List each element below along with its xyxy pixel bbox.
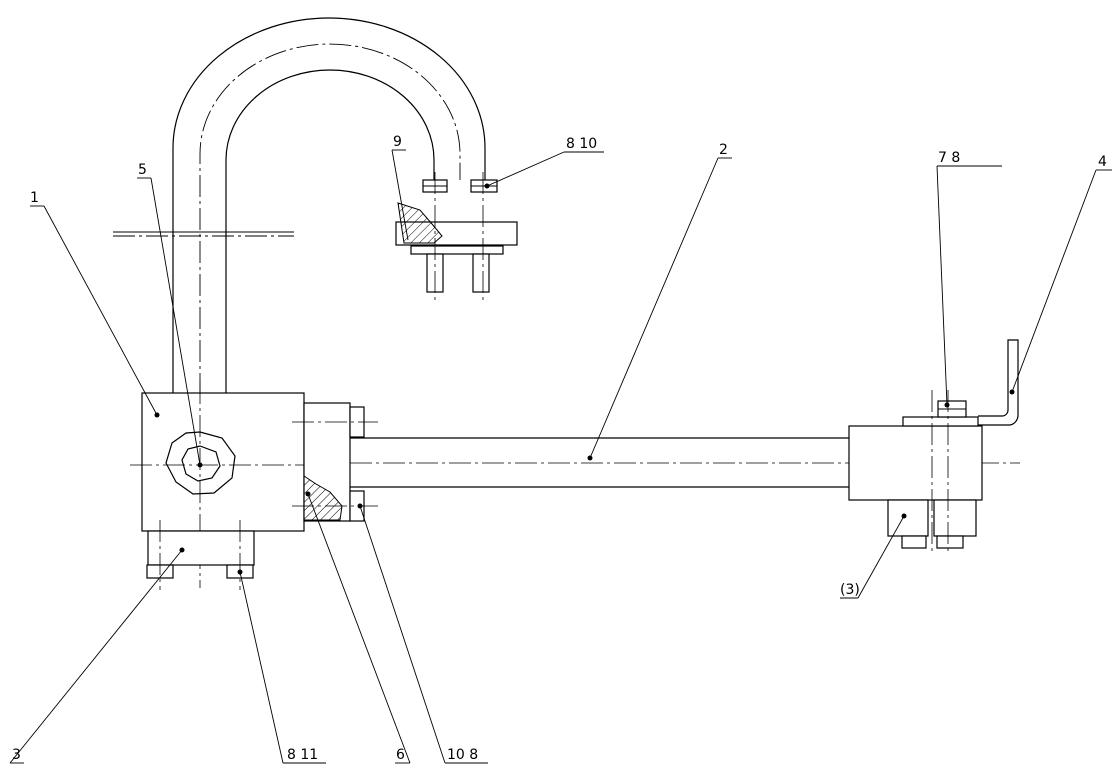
support-line xyxy=(113,231,294,237)
callout-5: 5 xyxy=(138,162,147,178)
main-block xyxy=(130,382,320,590)
callout-circled-3: (3) xyxy=(840,582,860,598)
callout-8-10: 8 10 xyxy=(566,136,597,152)
callout-8-11: 8 11 xyxy=(287,747,318,763)
long-pipe xyxy=(350,437,1020,488)
flange xyxy=(292,402,378,522)
callout-2: 2 xyxy=(719,142,728,158)
callout-4: 4 xyxy=(1098,154,1107,170)
callout-3: 3 xyxy=(12,747,21,763)
callout-7-8: 7 8 xyxy=(938,150,960,166)
leader-lines xyxy=(9,149,1112,764)
callout-1: 1 xyxy=(30,190,39,206)
callout-6: 6 xyxy=(396,747,405,763)
u-tube xyxy=(172,17,486,395)
callout-labels: 1 5 9 8 10 2 7 8 4 (3) 3 8 11 6 10 8 xyxy=(12,134,1107,763)
callout-9: 9 xyxy=(393,134,402,150)
upper-clamp xyxy=(395,172,518,300)
end-block xyxy=(848,339,1019,555)
callout-10-8: 10 8 xyxy=(447,747,478,763)
